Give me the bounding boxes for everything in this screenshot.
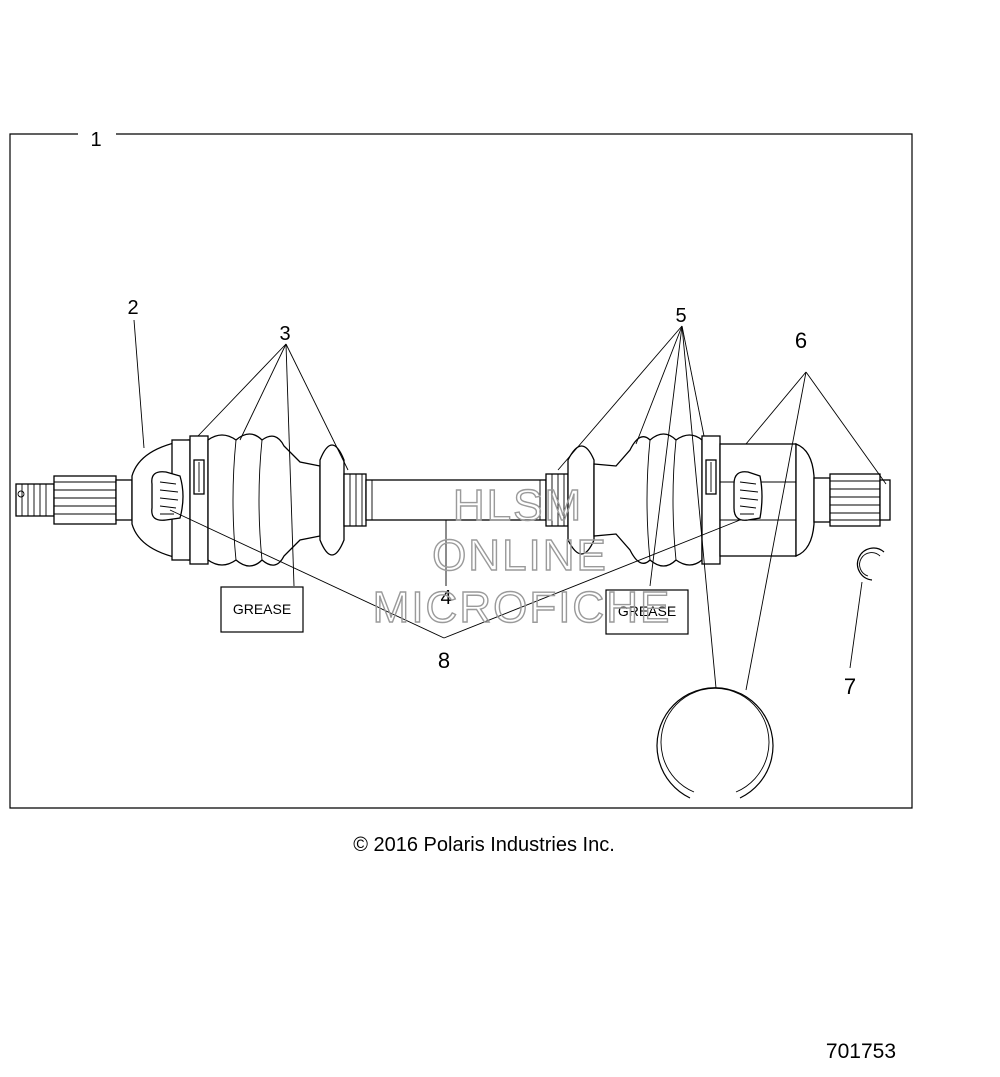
grease-label-right: GREASE <box>618 603 676 619</box>
left-spline-shaft <box>53 475 133 525</box>
left-threaded-stub <box>15 483 55 517</box>
callout-3: 3 <box>279 323 290 345</box>
callout-6: 6 <box>795 328 807 353</box>
watermark: HLSM ONLINE MICROFICHE <box>372 480 672 632</box>
diagram-number: 701753 <box>826 1040 896 1063</box>
watermark-line-1: HLSM <box>453 481 583 530</box>
center-axle-shaft <box>365 479 547 521</box>
left-cv-housing <box>131 439 191 561</box>
right-cv-housing <box>719 443 815 557</box>
callout-7: 7 <box>844 674 856 699</box>
copyright-text: © 2016 Polaris Industries Inc. <box>353 834 615 856</box>
grease-box-left: GREASE <box>220 586 304 633</box>
right-outer-boot-clamp <box>701 435 721 565</box>
callout-2: 2 <box>127 297 138 319</box>
callout-1: 1 <box>90 129 101 151</box>
right-inner-boot-clamp <box>545 473 569 527</box>
grease-label-left: GREASE <box>233 601 291 617</box>
circlip-ring <box>856 547 885 581</box>
left-outer-boot-clamp <box>189 435 209 565</box>
large-snap-ring <box>656 687 774 799</box>
watermark-line-2: ONLINE <box>432 531 608 580</box>
callout-8: 8 <box>438 648 450 673</box>
leader-lines <box>133 319 887 691</box>
right-spline-shaft <box>813 473 891 527</box>
grease-box-right: GREASE <box>605 589 689 635</box>
left-boot <box>207 433 345 567</box>
callout-5: 5 <box>675 305 686 327</box>
callout-4: 4 <box>440 587 451 609</box>
left-inner-boot-clamp <box>343 473 367 527</box>
assembly-frame <box>9 133 913 809</box>
watermark-line-3: MICROFICHE <box>373 583 672 632</box>
